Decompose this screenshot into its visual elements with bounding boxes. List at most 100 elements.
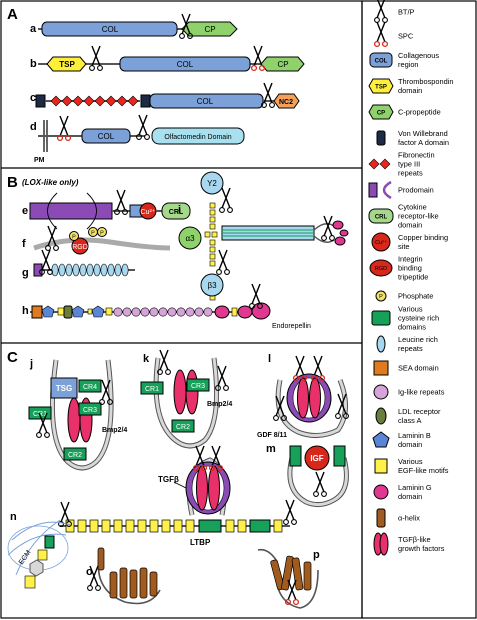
row-j: j TSG CR4 CR1 CR3 CR2 Bmp2/4: [28, 358, 127, 471]
ldl-icon: [375, 407, 387, 425]
vwa-domain: [35, 94, 46, 108]
tgfb-label: TGFβ: [158, 475, 179, 484]
legend-text: SEA domain: [398, 364, 439, 373]
cp-label: CP: [204, 25, 215, 34]
legend-text: BT/P: [398, 8, 414, 17]
phosphate-label: P: [100, 231, 104, 237]
phosphate-icon: P: [375, 290, 387, 302]
row-p: p: [257, 548, 320, 609]
row-n: n ECM: [7, 511, 71, 589]
nc2-label: NC2: [279, 99, 293, 106]
row-letter-g: g: [22, 267, 29, 279]
lrr-repeats: [51, 263, 129, 277]
row-b: b TSP COL CP: [30, 45, 305, 72]
row-letter-b: b: [30, 58, 37, 70]
row-m: m IGF: [266, 443, 349, 508]
tsg-domain: [50, 377, 78, 399]
cr4-label: CR4: [83, 384, 97, 391]
legend-text: C-propeptide: [398, 108, 441, 117]
cr3-label: CR3: [83, 407, 97, 414]
col-label: COL: [102, 25, 119, 34]
legend-item-ig: Ig-like repeats: [373, 384, 445, 400]
legend-item-scissors-red: SPC: [373, 21, 414, 48]
gamma2-label: Y2: [207, 179, 217, 188]
legend-item-scissors-black: BT/P: [373, 0, 414, 24]
legend-text: SPC: [398, 32, 414, 41]
pm-label: PM: [34, 157, 45, 164]
col-domain: [41, 21, 178, 37]
svg-text:RGD: RGD: [375, 266, 387, 272]
prodomain-icon: [368, 180, 392, 200]
legend-item-prodomain: Prodomain: [368, 180, 434, 200]
legend-text: Prodomain: [398, 186, 434, 195]
svg-text:TSP: TSP: [375, 85, 387, 91]
cu-icon: Cu²⁺: [371, 232, 391, 252]
row-letter-f: f: [22, 238, 26, 250]
cu-label: Cu²⁺: [141, 209, 156, 216]
row-letter-k: k: [143, 353, 150, 365]
alpha3-label: α3: [185, 234, 195, 243]
row-letter-m: m: [266, 443, 276, 455]
gamma2-chain: [200, 171, 224, 195]
scissors-icon: [282, 499, 298, 526]
row-c: c COL NC2: [30, 82, 300, 109]
tgfb-icon: [373, 532, 389, 556]
panel-label-a: A: [7, 6, 18, 23]
ltbp-label: LTBP: [190, 538, 211, 547]
ig-icon: [373, 384, 389, 400]
nc2-domain: [273, 93, 300, 109]
row-e: e Cu²⁺ CRL: [22, 189, 191, 230]
bmp-label: Bmp2/4: [102, 427, 127, 434]
igf-factor: [304, 445, 330, 471]
ltbp-complex: TGFβ LTBP: [57, 445, 298, 547]
scissors-icon: [44, 225, 60, 252]
phosphate-label: P: [72, 235, 76, 241]
legend-text: Phosphate: [398, 292, 433, 301]
prodomain: [29, 202, 113, 220]
row-letter-c: c: [30, 92, 36, 104]
vwa-domain: [140, 94, 151, 108]
legend-item-helix: α-helix: [376, 508, 420, 528]
legend-frame: [361, 0, 477, 619]
row-letter-p: p: [313, 549, 320, 561]
endorepellin-label: Endorepellin: [272, 323, 311, 330]
tsp-icon: TSP: [368, 78, 394, 94]
svg-text:CRL: CRL: [375, 215, 388, 221]
tsg-label: TSG: [56, 384, 72, 393]
ig-repeats: [113, 307, 213, 317]
scissors-red-icon: [373, 21, 389, 48]
col-domain: [119, 56, 251, 72]
helix-bundle: [270, 555, 312, 591]
svg-text:P: P: [379, 294, 383, 300]
svg-text:COL: COL: [375, 59, 388, 65]
row-i: i Y2 α3 β3: [178, 171, 349, 301]
cp-domain: [181, 21, 238, 37]
row-letter-h: h: [22, 305, 29, 317]
cr1-label: CR1: [145, 386, 159, 393]
sea-icon: [373, 360, 389, 376]
row-letter-a: a: [30, 23, 37, 35]
row-letter-i: i: [178, 204, 181, 216]
crl-domain: [161, 202, 191, 220]
row-letter-n: n: [10, 511, 17, 523]
row-letter-e: e: [22, 205, 28, 217]
